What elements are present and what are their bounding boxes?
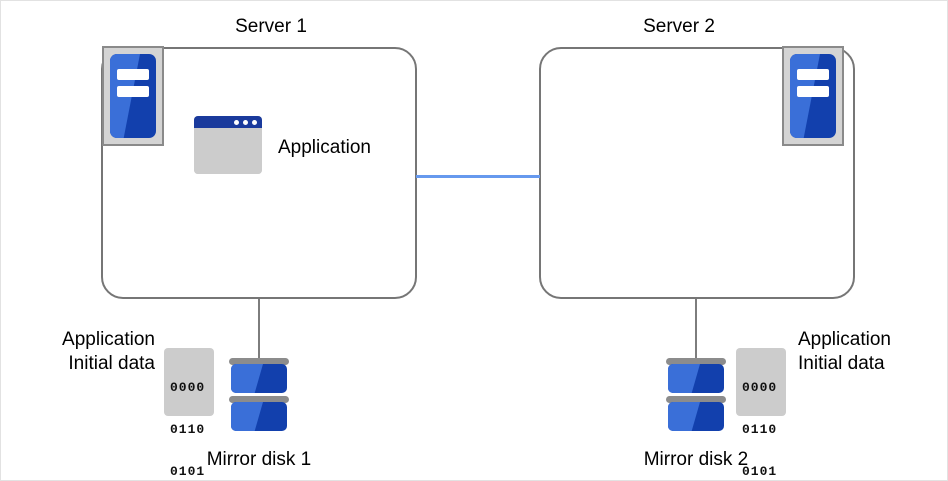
mirror-disk-1-data-caption-line-1: Application [62,329,155,350]
server-machine-icon [782,46,844,146]
server-slot-bar-2 [797,85,829,97]
disk-platter-2 [231,402,287,431]
binary-row: 0000 [170,380,206,395]
application-label: Application [278,137,371,158]
mirror-disk-1-data-caption-line-2: Initial data [68,353,155,374]
mirror-disk-2-data-caption-line-2: Initial data [798,353,885,374]
window-dot-icon [243,119,248,125]
mirror-disk-2-label: Mirror disk 2 [643,449,749,470]
binary-row: 0110 [170,422,206,437]
mirror-disk-2-data-caption-line-1: Application [798,329,891,350]
server-chassis [110,54,156,138]
window-dot-icon [234,119,239,125]
disk-cap-1 [666,358,726,365]
server-machine-icon [102,46,164,146]
application-window-titlebar [194,116,262,128]
binary-row: 0101 [170,464,206,479]
mirror-disk-1-icon [229,358,289,438]
binary-row: 0000 [742,380,778,395]
server-1-disk-connector [258,299,260,359]
server-slot-bar-2 [117,85,149,97]
disk-cap-2 [666,396,726,403]
window-dot-icon [252,119,257,125]
mirror-disk-1-label: Mirror disk 1 [206,449,312,470]
binary-row: 0110 [742,422,778,437]
application-window-icon [194,116,262,174]
mirror-disk-1-binary-data-card: 0000 0110 0101 0101 [164,348,214,479]
server-1-title: Server 1 [235,16,307,37]
server-chassis [790,54,836,138]
server-2-title: Server 2 [643,16,715,37]
disk-platter-2 [668,402,724,431]
disk-cap-1 [229,358,289,365]
application-window-body [194,128,262,174]
disk-platter-1 [231,364,287,393]
server-2-disk-connector [695,299,697,359]
disk-cap-2 [229,396,289,403]
disk-platter-1 [668,364,724,393]
mirror-disk-2-icon [666,358,726,438]
binary-row: 0101 [742,464,778,479]
server-slot-bar-1 [117,69,149,81]
mirror-interconnect-link [416,175,540,178]
mirror-disk-2-binary-data-card: 0000 0110 0101 0101 [736,348,786,479]
server-slot-bar-1 [797,69,829,81]
